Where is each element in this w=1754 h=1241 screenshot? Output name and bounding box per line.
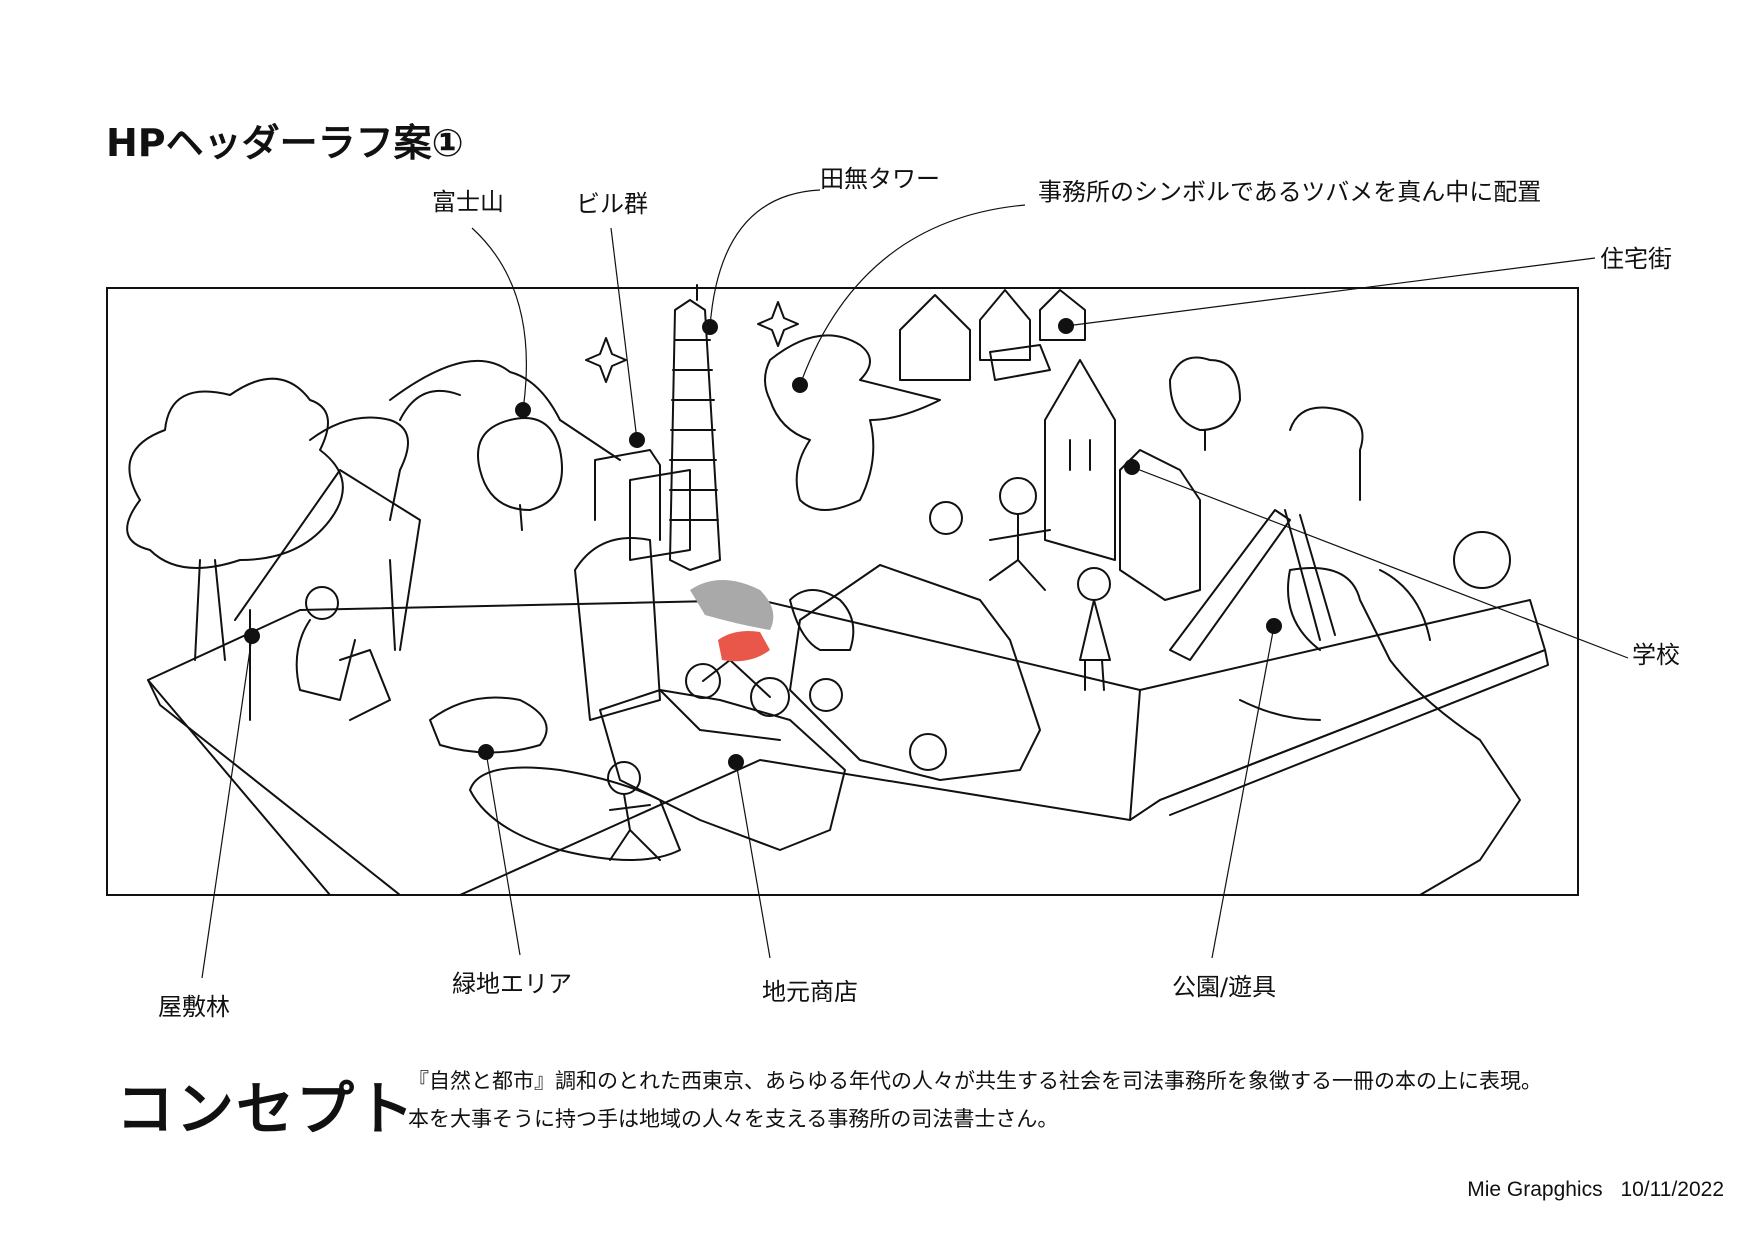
delivery-van bbox=[789, 564, 1041, 781]
school-building bbox=[1044, 359, 1116, 561]
callout-buildings: ビル群 bbox=[576, 190, 648, 218]
callout-park: 公園/遊具 bbox=[1172, 973, 1277, 1001]
concept-heading: コンセプト bbox=[116, 1075, 417, 1143]
callout-yashikirin: 屋敷林 bbox=[158, 993, 230, 1021]
sketch-drawing bbox=[126, 284, 1549, 896]
page-title: HPヘッダーラフ案① bbox=[106, 121, 464, 165]
callout-school: 学校 bbox=[1632, 641, 1680, 669]
playground-slide bbox=[1169, 509, 1291, 661]
yashiki-forest-trees bbox=[126, 377, 344, 569]
cyclist-shirt bbox=[718, 631, 770, 662]
callout-fuji: 富士山 bbox=[432, 188, 504, 216]
hand bbox=[1239, 567, 1521, 896]
concept-line-2: 本を大事そうに持つ手は地域の人々を支える事務所の司法書士さん。 bbox=[408, 1107, 1059, 1131]
concept-line-1: 『自然と都市』調和のとれた西東京、あらゆる年代の人々が共生する社会を司法事務所を… bbox=[408, 1069, 1542, 1093]
sketch-frame bbox=[106, 287, 1579, 896]
credit-date: 10/11/2022 bbox=[1620, 1178, 1724, 1201]
callout-markers bbox=[244, 318, 1282, 770]
swallow-symbol bbox=[764, 334, 941, 511]
tanashi-tower bbox=[669, 299, 721, 571]
callout-green-area: 緑地エリア bbox=[452, 970, 572, 998]
callout-tanashi-tower: 田無タワー bbox=[820, 165, 940, 193]
callout-residential: 住宅街 bbox=[1600, 245, 1672, 273]
residential-houses bbox=[899, 294, 971, 381]
mount-fuji bbox=[389, 359, 621, 461]
concept-body: 『自然と都市』調和のとれた西東京、あらゆる年代の人々が共生する社会を司法事務所を… bbox=[408, 1062, 1542, 1138]
callout-local-shops: 地元商店 bbox=[762, 978, 858, 1006]
credit-name: Mie Grapghics bbox=[1467, 1178, 1603, 1201]
cyclist-hair bbox=[690, 580, 774, 630]
callout-swallow: 事務所のシンボルであるツバメを真ん中に配置 bbox=[1038, 178, 1542, 206]
callout-leaders bbox=[201, 189, 1629, 979]
office-buildings bbox=[594, 449, 661, 541]
footer-credit: Mie Grapghics 10/11/2022 bbox=[1467, 1178, 1724, 1202]
